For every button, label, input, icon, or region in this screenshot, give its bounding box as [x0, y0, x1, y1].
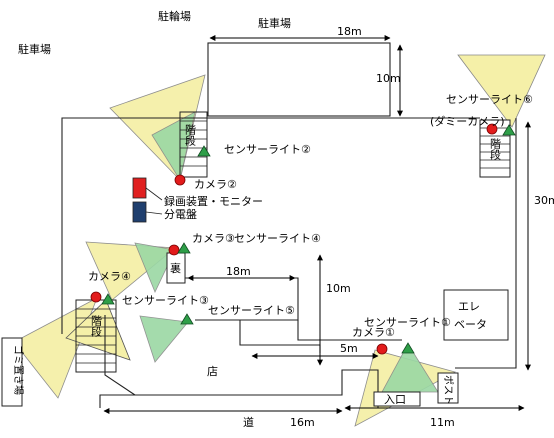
entrance-label: 入口 [384, 393, 406, 406]
sensor-light-1-icon [401, 342, 415, 354]
camera-3-coverage-green [134, 242, 176, 293]
cameras [90, 123, 498, 355]
sensor-light-6-label: センサーライト⑥ [446, 93, 533, 106]
stairs-1-label: 階段 [184, 123, 197, 147]
sensor-3-coverage-green [139, 315, 189, 363]
camera-4-label: カメラ④ [88, 270, 131, 283]
dim-30m-label: 30m [534, 194, 554, 207]
camera-3-label: カメラ③ [192, 232, 235, 245]
parking-lot-top [207, 42, 391, 117]
sensor-light-5-icon [180, 313, 194, 325]
camera-4-dot [90, 291, 102, 303]
recorder-label: 録画装置・モニター [164, 194, 263, 208]
camera-1-label: カメラ① [352, 326, 395, 339]
garbage-area-box [1, 337, 23, 407]
elevator-label-2: ベータ [454, 318, 487, 331]
sensor-light-4-label: センサーライト④ [234, 232, 321, 245]
dummy-camera-label: (ダミーカメラ) [430, 114, 505, 128]
stairs-1-box [179, 111, 208, 178]
camera-4-coverage-yellow [13, 297, 98, 399]
sensor-light-1-label: センサーライト① [364, 316, 451, 329]
garbage-area-label: ゴミ置き場 [12, 345, 25, 395]
sensor-light-6-icon [502, 124, 516, 136]
dim-10m-top-label: 10m [376, 72, 401, 85]
dim-10m-mid-label: 10m [326, 282, 351, 295]
road-label: 道 [243, 415, 254, 429]
outer-wall-right [455, 118, 517, 369]
post-label: ポスト [442, 375, 454, 405]
ramp-line [104, 315, 136, 396]
text-labels: 駐車場 駐輪場 駐車場 18m 10m センサーライト⑥ (ダミーカメラ) セン… [12, 9, 554, 429]
sensor-light-4-icon [177, 242, 191, 254]
dimension-lines [103, 35, 531, 414]
parking-left-label: 駐車場 [18, 42, 51, 56]
post-box [437, 372, 459, 404]
dim-18m-top-label: 18m [337, 25, 362, 38]
camera-2-coverage-green [151, 111, 196, 182]
store-label: 店 [207, 364, 218, 378]
elevator-label-1: エレ [458, 300, 480, 313]
stairs-2-label: 階段 [489, 137, 502, 161]
sensor-lights [101, 124, 516, 354]
sensor-light-5-label: センサーライト⑤ [208, 304, 295, 317]
dim-5m-label: 5m [340, 342, 358, 355]
inner-wall-lower [239, 320, 321, 353]
camera-3-dot [168, 244, 180, 256]
camera-6-coverage [457, 54, 546, 128]
outer-wall-top [61, 117, 480, 334]
dim-11m-label: 11m [430, 416, 455, 429]
sensor-light-3-icon [101, 293, 115, 305]
parking-top-label: 駐車場 [258, 16, 291, 30]
dim-16m-label: 16m [290, 416, 315, 429]
recorder-leader [145, 187, 163, 201]
sensor-light-2-label: センサーライト② [224, 143, 311, 156]
sensor-light-3-label: センサーライト③ [122, 294, 209, 307]
camera-2-label: カメラ② [194, 178, 237, 191]
recorder-icon [132, 177, 147, 199]
sensor-light-2-icon [197, 145, 211, 157]
dim-18m-mid-label: 18m [226, 265, 251, 278]
stairs-3-label: 階段 [90, 314, 103, 338]
panel-leader [145, 211, 163, 215]
elevator-box [443, 289, 509, 341]
back-label: 裏 [170, 261, 181, 275]
inner-wall-right [297, 320, 402, 341]
outer-wall-inner [99, 369, 379, 408]
camera-1-dot [376, 343, 388, 355]
dummy-camera-dot [486, 123, 498, 135]
distribution-panel-icon [132, 201, 147, 223]
bicycle-parking-label: 駐輪場 [158, 9, 191, 23]
distribution-board-label: 分電盤 [164, 208, 197, 221]
camera-2-dot [174, 174, 186, 186]
